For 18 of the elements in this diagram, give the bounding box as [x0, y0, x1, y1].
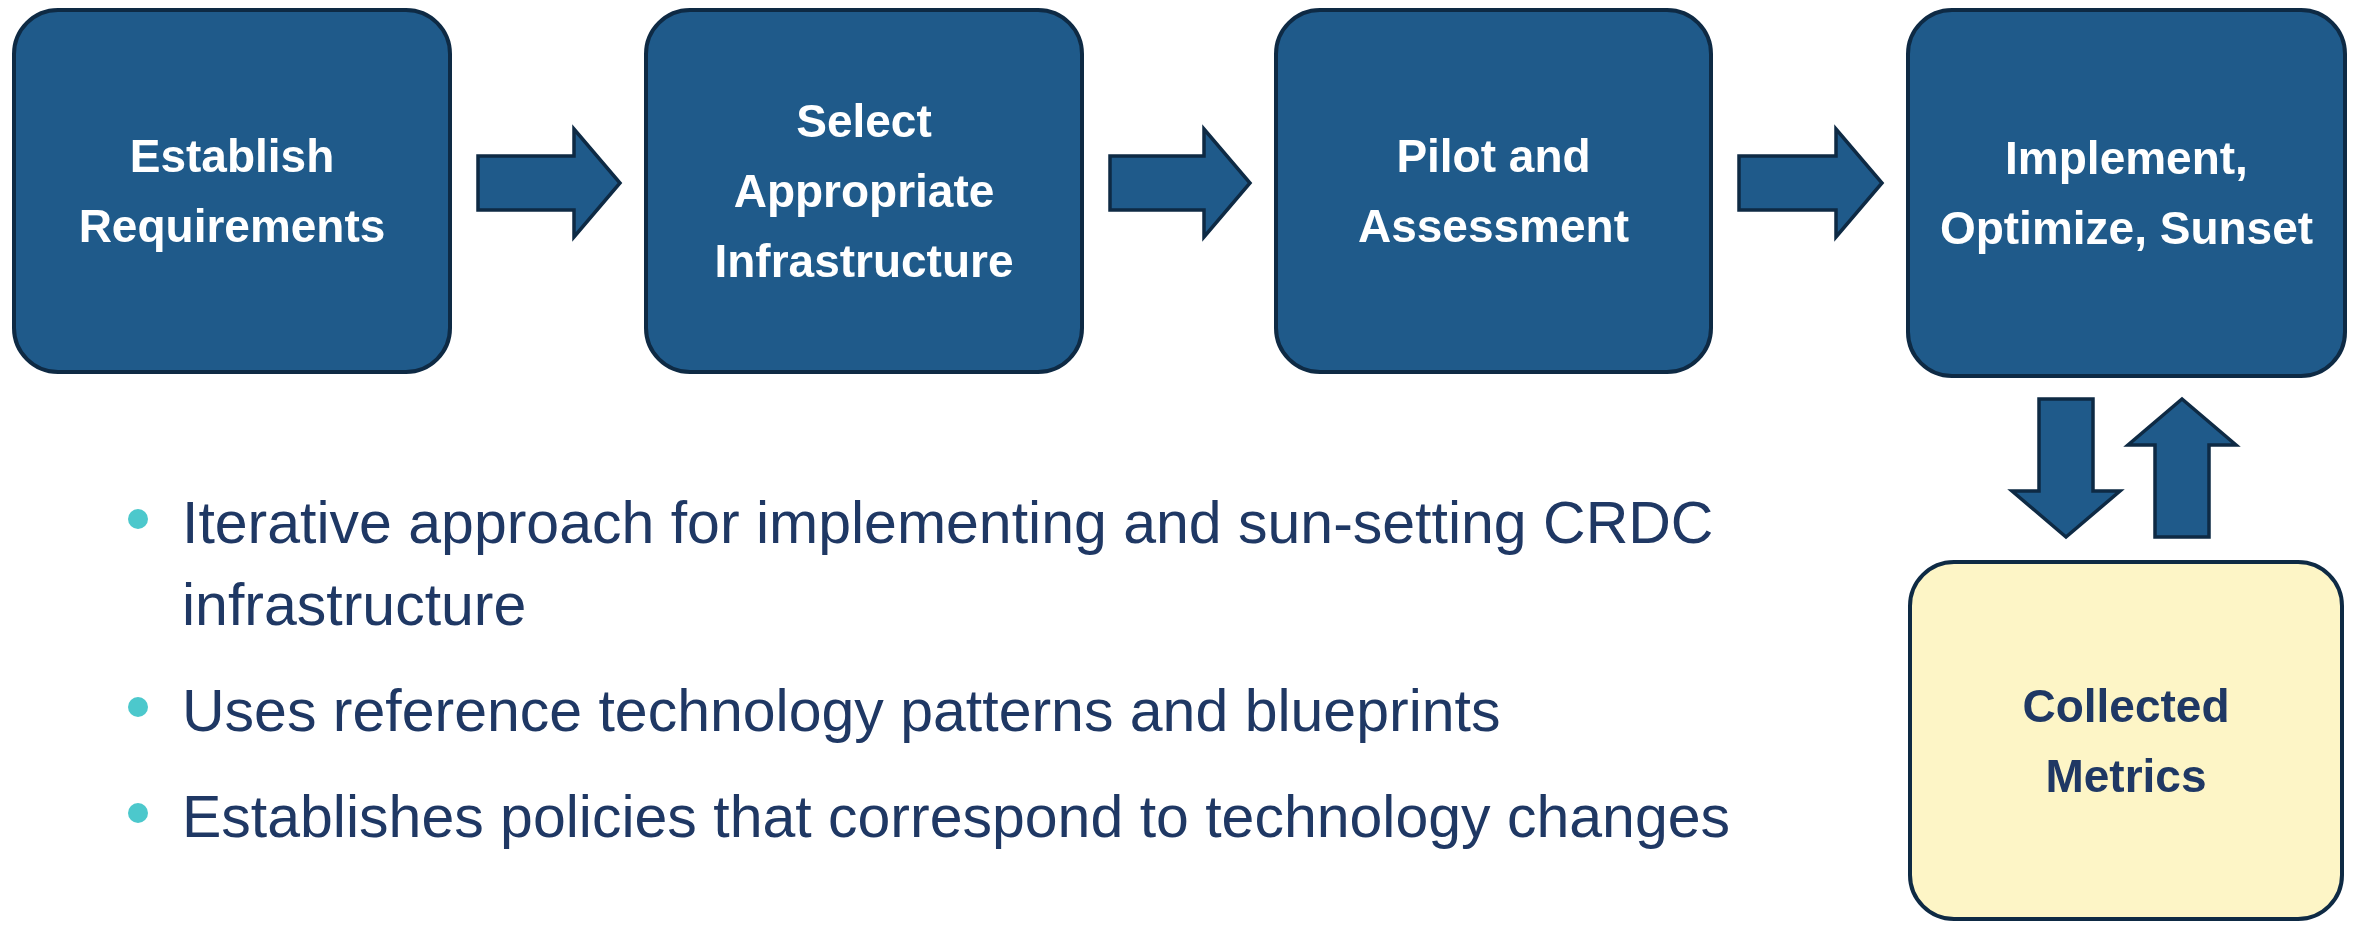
block-arrow — [2123, 396, 2241, 539]
process-box — [1908, 560, 2344, 921]
process-box — [644, 8, 1084, 374]
box-label: Implement, Optimize, Sunset — [1938, 131, 2315, 256]
box-label: Establish Requirements — [77, 129, 387, 254]
process-box — [12, 8, 452, 374]
box-label: Pilot and Assessment — [1356, 129, 1630, 254]
block-arrow — [476, 124, 623, 242]
bullet-text: Iterative approach for implementing and sun-setting CRDC infrastructure — [182, 489, 1715, 640]
process-box — [1274, 8, 1713, 374]
bullet-text: Establishes policies that correspond to technology changes — [182, 783, 1731, 852]
block-arrow — [2007, 397, 2125, 540]
block-arrow — [1108, 124, 1253, 242]
box-label: Collected Metrics — [2021, 678, 2231, 804]
process-box — [1906, 8, 2347, 378]
bullet-text: Uses reference technology patterns and blueprints — [182, 677, 1501, 746]
block-arrow — [1737, 124, 1885, 242]
box-label: Select Appropriate Infrastructure — [713, 94, 1015, 289]
